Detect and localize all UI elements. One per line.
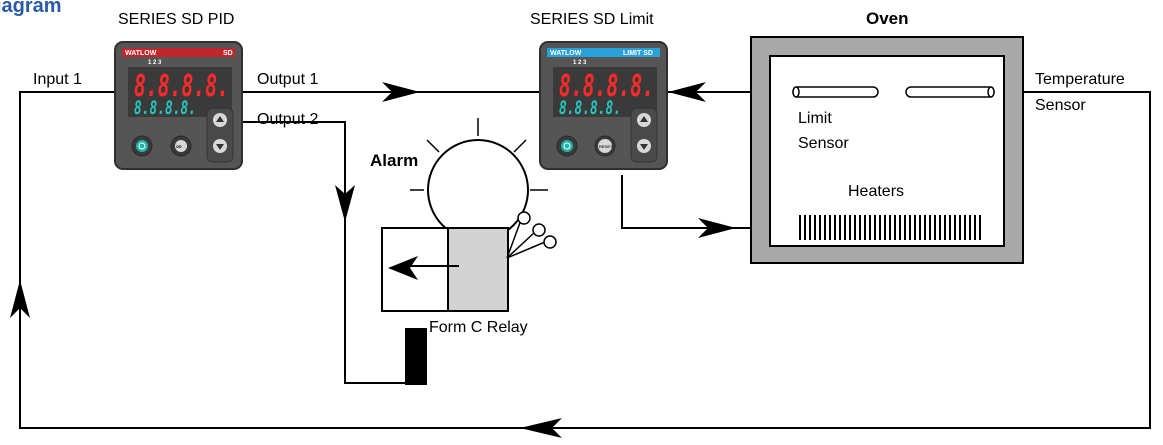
diagram-title: iagram bbox=[0, 0, 62, 17]
alarm-bell bbox=[427, 139, 529, 241]
limit-display-top: 8.8.8.8. bbox=[559, 69, 654, 104]
cycle-icon bbox=[561, 140, 573, 152]
arrow-left-icon bbox=[388, 256, 418, 280]
limit-indicators: 1 2 3 bbox=[573, 60, 587, 66]
pid-display-top: 8.8.8.8. bbox=[134, 69, 229, 104]
limit-brand: WATLOW bbox=[550, 50, 582, 57]
output2-wire bbox=[240, 121, 405, 384]
arrow-down-icon bbox=[335, 185, 355, 222]
output2-label: Output 2 bbox=[257, 111, 318, 128]
form-c-relay: Form C Relay bbox=[381, 211, 557, 385]
limit-label: SERIES SD Limit bbox=[530, 11, 654, 28]
feedback-wire bbox=[19, 91, 1151, 429]
limit-display-bottom: 8.8.8.8. bbox=[559, 97, 621, 119]
svg-text:∞: ∞ bbox=[176, 142, 182, 151]
arrow-left-icon bbox=[668, 82, 706, 102]
arrow-up-icon bbox=[10, 280, 30, 318]
pid-label: SERIES SD PID bbox=[118, 11, 234, 28]
pid-model: SD bbox=[223, 50, 233, 57]
input1-label: Input 1 bbox=[33, 71, 82, 88]
alarm-label: Alarm bbox=[370, 151, 418, 170]
temperature-sensor-label-1: Temperature bbox=[1035, 71, 1125, 88]
cycle-icon bbox=[136, 140, 148, 152]
arrow-right-icon bbox=[382, 82, 420, 102]
heater-wire bbox=[621, 175, 797, 229]
limit-sensor-label-1: Limit bbox=[798, 110, 832, 127]
relay-label: Form C Relay bbox=[429, 319, 528, 336]
pid-display-bottom: 8.8.8.8. bbox=[134, 97, 196, 119]
arrows bbox=[10, 82, 736, 438]
heaters-label: Heaters bbox=[848, 183, 904, 200]
reset-key-label: RESET bbox=[599, 144, 613, 149]
pid-controller: SERIES SD PID WATLOW SD 1 2 3 8.8.8.8. 8… bbox=[114, 11, 243, 170]
limit-model: LIMIT SD bbox=[623, 50, 653, 57]
oven: Oven Limit Sensor Heaters bbox=[750, 9, 1024, 264]
oven-label: Oven bbox=[866, 9, 909, 28]
relay-coil bbox=[447, 227, 509, 312]
pid-brand: WATLOW bbox=[125, 50, 157, 57]
output1-label: Output 1 bbox=[257, 71, 318, 88]
limit-controller: SERIES SD Limit WATLOW LIMIT SD 1 2 3 8.… bbox=[530, 11, 668, 170]
reset-icon bbox=[598, 139, 612, 153]
infinity-icon bbox=[175, 140, 187, 152]
temperature-sensor-probe bbox=[905, 86, 995, 98]
temperature-sensor-label-2: Sensor bbox=[1035, 97, 1086, 114]
heater-elements bbox=[799, 215, 981, 240]
arrow-right-icon bbox=[698, 218, 736, 238]
pid-indicators: 1 2 3 bbox=[148, 60, 162, 66]
relay-terminal bbox=[405, 328, 427, 385]
arrow-left-icon bbox=[520, 418, 562, 438]
limit-sensor-label-2: Sensor bbox=[798, 135, 849, 152]
limit-sensor-probe bbox=[792, 86, 879, 98]
